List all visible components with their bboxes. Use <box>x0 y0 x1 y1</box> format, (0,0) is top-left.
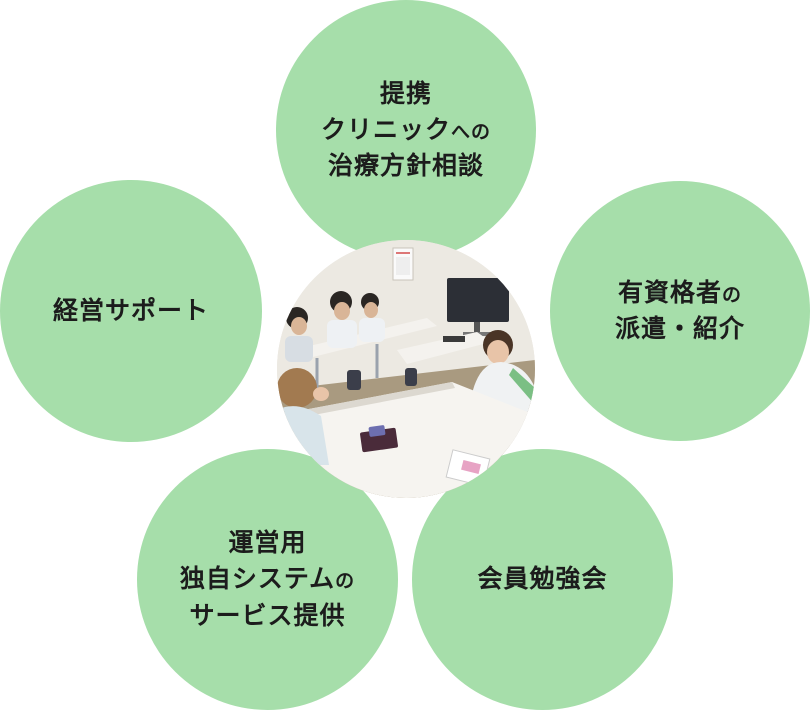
line-3: 治療方針相談 <box>327 151 484 181</box>
bubble-management-support: 経営サポート <box>0 180 262 442</box>
line-1: 提携 <box>379 78 432 108</box>
bubble-text: 提携 クリニックへの 治療方針相談 <box>321 76 491 185</box>
bubble-qualified-staff: 有資格者の 派遣・紹介 <box>550 181 810 441</box>
meeting-photo-illustration <box>277 240 535 498</box>
bubble-text: 有資格者の 派遣・紹介 <box>615 275 745 348</box>
line-1-particle: の <box>721 283 742 306</box>
bubble-text: 経営サポート <box>53 293 209 329</box>
line-1: 経営サポート <box>52 295 209 325</box>
line-2-main: クリニック <box>320 114 451 144</box>
meeting-room-photo <box>277 240 535 498</box>
line-1-main: 有資格者 <box>617 277 722 307</box>
bubble-system-service: 運営用 独自システムの サービス提供 <box>137 449 398 710</box>
bubble-text: 運営用 独自システムの サービス提供 <box>180 525 355 634</box>
line-2: 派遣・紹介 <box>614 314 745 343</box>
line-1: 運営用 <box>228 528 307 558</box>
bubble-clinic-consultation: 提携 クリニックへの 治療方針相談 <box>276 0 536 260</box>
line-2-particle: への <box>451 120 492 143</box>
line-2-main: 独自システム <box>179 564 336 594</box>
line-2: クリニックへの <box>321 112 491 148</box>
line-2-particle: の <box>335 570 356 593</box>
line-3: サービス提供 <box>189 600 346 630</box>
line-1: 会員勉強会 <box>477 564 608 594</box>
bubble-study-sessions: 会員勉強会 <box>412 449 673 710</box>
line-1: 有資格者の <box>615 275 745 311</box>
bubble-text: 会員勉強会 <box>477 561 607 597</box>
line-2: 独自システムの <box>180 561 355 597</box>
